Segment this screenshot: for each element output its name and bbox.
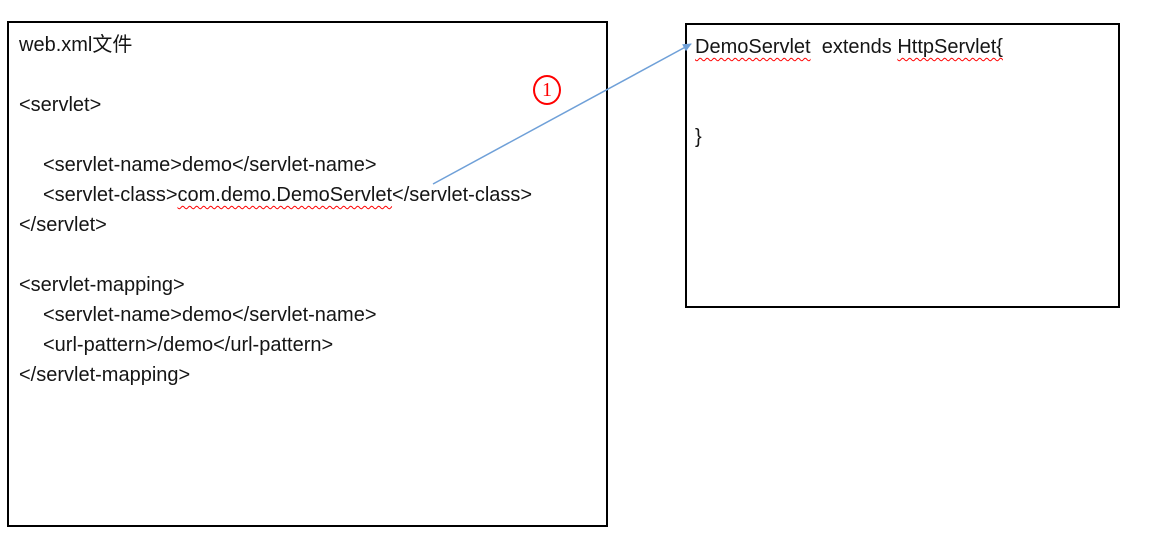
xml-servlet-open-line: <servlet>: [19, 94, 102, 116]
servlet-class-value: com.demo.DemoServlet: [177, 184, 393, 206]
java-superclass-name: HttpServlet{: [897, 36, 1003, 58]
xml-servlet-mapping-open-line: <servlet-mapping>: [19, 274, 185, 296]
servlet-class-open-tag: <servlet-class>: [43, 184, 178, 206]
step-1-badge: 1: [533, 75, 561, 105]
web-xml-box-title: web.xml文件: [19, 34, 133, 56]
xml-url-pattern-line: <url-pattern>/demo</url-pattern>: [43, 334, 334, 356]
blank-line: [19, 120, 598, 150]
xml-servlet-class-line: <servlet-class>com.demo.DemoServlet</ser…: [19, 180, 598, 210]
xml-mapping-servlet-name-line: <servlet-name>demo</servlet-name>: [43, 304, 377, 326]
xml-servlet-name-line: <servlet-name>demo</servlet-name>: [43, 154, 377, 176]
java-class-declaration-line: DemoServlet extends HttpServlet{: [695, 32, 1110, 62]
blank-line: [19, 240, 598, 270]
java-class-box: DemoServlet extends HttpServlet{ }: [685, 23, 1120, 308]
java-class-name: DemoServlet: [695, 36, 811, 58]
xml-servlet-mapping-close-line: </servlet-mapping>: [19, 364, 191, 386]
blank-line: [695, 62, 1110, 92]
servlet-class-close-tag: </servlet-class>: [392, 184, 533, 206]
java-extends-keyword: extends: [810, 36, 898, 58]
web-xml-box: web.xml文件 <servlet> <servlet-name>demo</…: [7, 21, 608, 527]
java-closing-brace-line: }: [695, 126, 702, 148]
xml-servlet-close-line: </servlet>: [19, 214, 107, 236]
blank-line: [695, 92, 1110, 122]
blank-line: [19, 60, 598, 90]
